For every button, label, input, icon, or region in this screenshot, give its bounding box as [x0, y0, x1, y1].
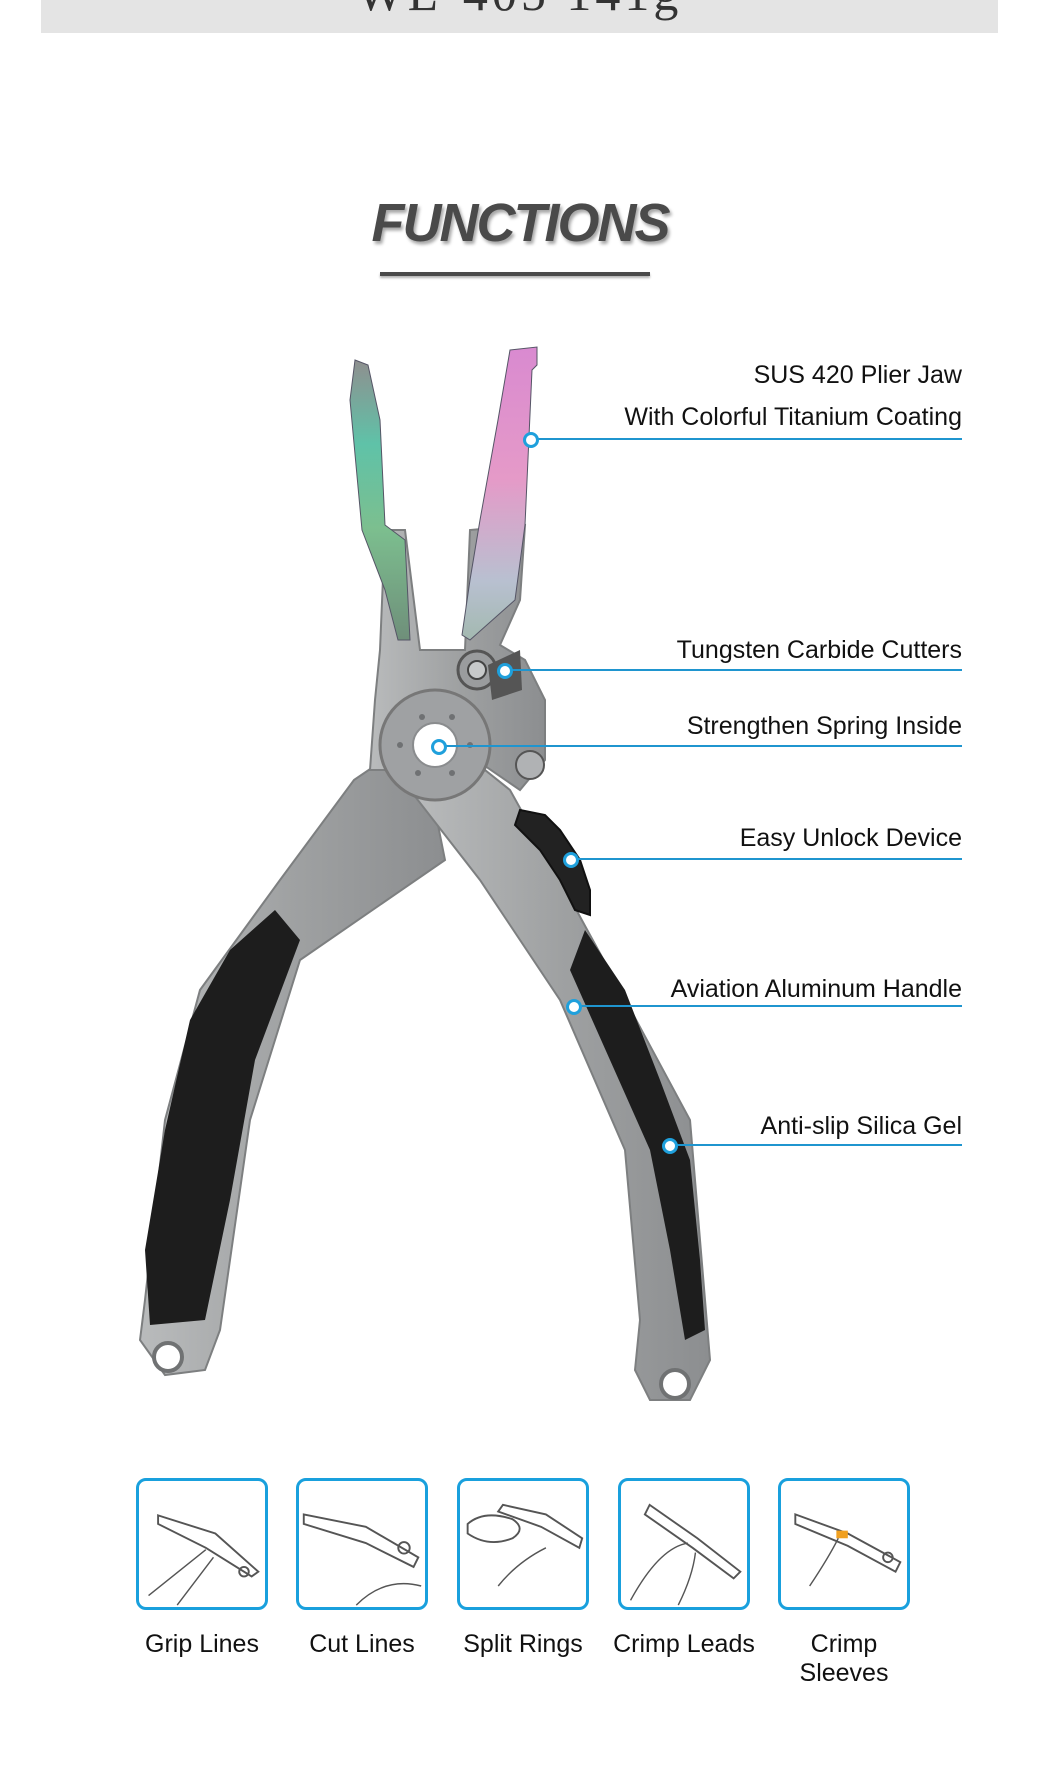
function-label-grip-lines: Grip Lines — [145, 1630, 259, 1658]
cut-lines-icon — [302, 1513, 422, 1606]
callout-spring-text: Strengthen Spring Inside — [686, 712, 962, 740]
split-rings-icon — [466, 1503, 584, 1587]
right-handle — [408, 728, 712, 1401]
callout-spring-dot — [431, 739, 447, 755]
callout-gel-dot — [662, 1138, 678, 1154]
pliers-illustration — [138, 346, 712, 1401]
callout-jaw-dot — [523, 432, 539, 448]
right-grip — [570, 930, 705, 1340]
right-jaw — [461, 346, 538, 641]
grip-lines-icon — [148, 1514, 260, 1606]
crimp-sleeves-icon — [794, 1513, 902, 1587]
callout-gel-line — [670, 1144, 962, 1146]
callout-unlock-text: Easy Unlock Device — [739, 824, 962, 852]
function-card-crimp-sleeves — [778, 1478, 910, 1610]
callout-jaw-line2: With Colorful Titanium Coating — [624, 403, 962, 431]
page-title: FUNCTIONS — [371, 193, 671, 253]
function-label-crimp-leads: Crimp Leads — [613, 1630, 755, 1658]
callout-handle-line — [575, 1005, 962, 1007]
callout-unlock-dot — [563, 852, 579, 868]
function-card-split-rings — [457, 1478, 589, 1610]
callout-handle-dot — [566, 999, 582, 1015]
callout-cutter-line — [505, 669, 962, 671]
callout-gel-text: Anti-slip Silica Gel — [760, 1112, 962, 1140]
callout-cutter-text: Tungsten Carbide Cutters — [676, 636, 962, 664]
callout-handle-text: Aviation Aluminum Handle — [670, 975, 962, 1003]
function-card-grip-lines — [136, 1478, 268, 1610]
top-banner: WL-405 141g — [41, 0, 998, 33]
function-card-cut-lines — [296, 1478, 428, 1610]
callout-unlock-line — [570, 858, 962, 860]
unlock-gear — [513, 808, 591, 917]
callout-jaw-text: SUS 420 Plier Jaw With Colorful Titanium… — [624, 354, 962, 438]
callout-cutter-dot — [497, 663, 513, 679]
left-grip — [145, 910, 300, 1325]
callout-spring-line — [440, 745, 962, 747]
top-banner-text: WL-405 141g — [41, 0, 998, 22]
function-label-crimp-sleeves: Crimp Sleeves — [799, 1630, 889, 1687]
function-card-crimp-leads — [618, 1478, 750, 1610]
function-label-cut-lines: Cut Lines — [309, 1630, 415, 1658]
callout-jaw-line — [530, 438, 962, 440]
function-label-split-rings: Split Rings — [463, 1630, 583, 1658]
title-underline — [380, 272, 650, 276]
crimp-leads-icon — [629, 1503, 742, 1606]
left-jaw — [349, 359, 411, 641]
callout-jaw-line1: SUS 420 Plier Jaw — [753, 361, 962, 389]
